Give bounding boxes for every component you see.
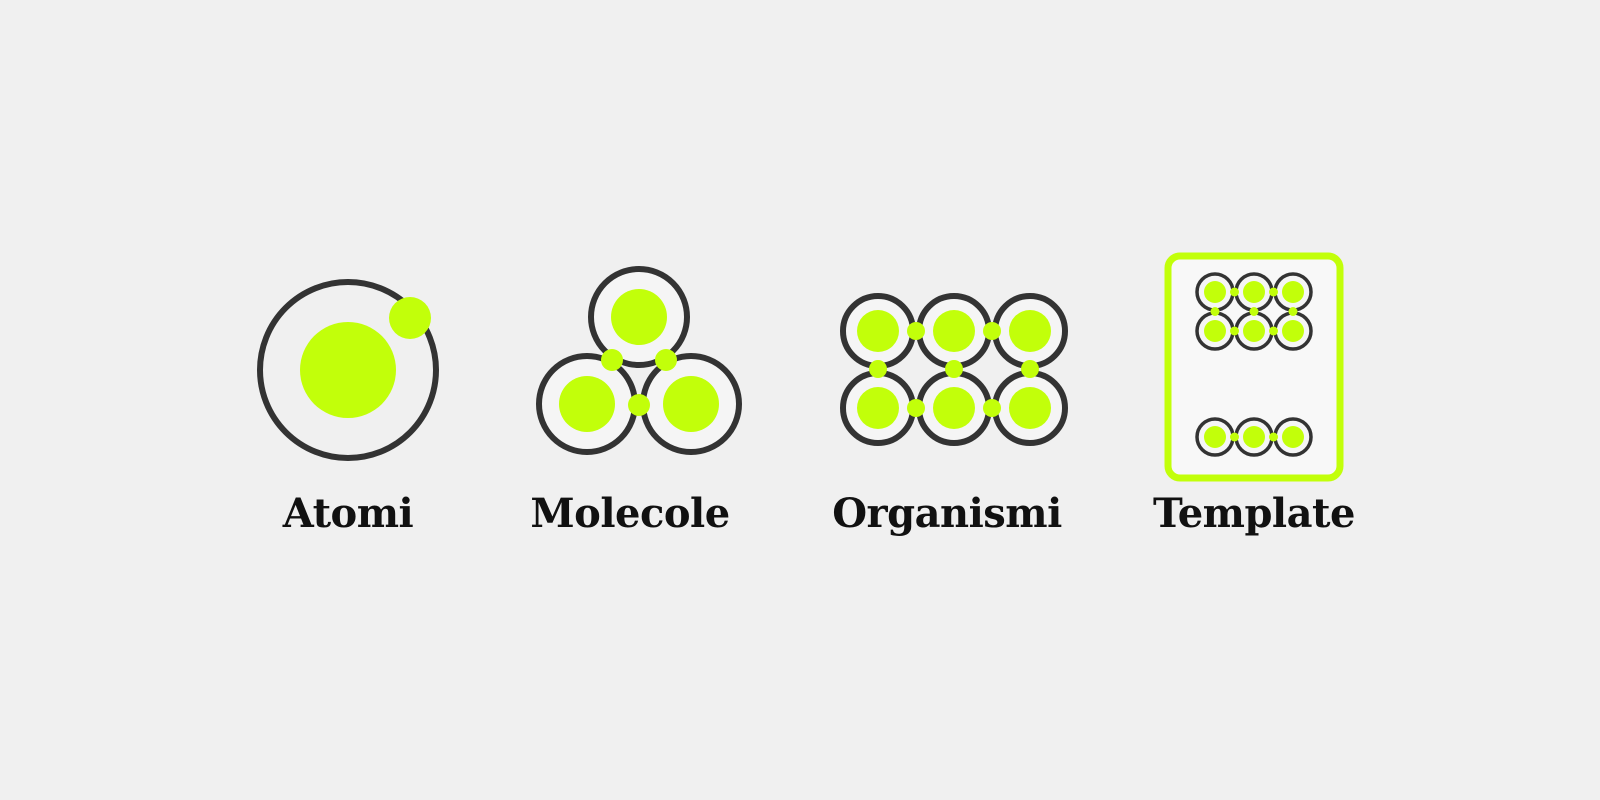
atom-electron bbox=[389, 297, 431, 339]
stage-label-molecole: Molecole bbox=[530, 490, 730, 537]
atom-nucleus bbox=[300, 322, 396, 418]
molecule-atom-right bbox=[640, 353, 742, 455]
molecule-bond bbox=[628, 394, 650, 416]
molecule-atom-left bbox=[536, 353, 638, 455]
molecule-bond bbox=[655, 349, 677, 371]
molecule-bond bbox=[601, 349, 623, 371]
molecule-atom-top bbox=[588, 266, 690, 368]
atom-orbit bbox=[257, 279, 439, 461]
organism-bond bbox=[1021, 360, 1039, 378]
organism-bond bbox=[907, 322, 925, 340]
organism-bond bbox=[869, 360, 887, 378]
organism-bond bbox=[907, 399, 925, 417]
stage-label-atomi: Atomi bbox=[282, 490, 414, 537]
organism-bond bbox=[983, 399, 1001, 417]
stage-label-template: Template bbox=[1153, 490, 1355, 537]
stage-label-organismi: Organismi bbox=[832, 490, 1062, 537]
organism-bond bbox=[983, 322, 1001, 340]
organism-bond bbox=[945, 360, 963, 378]
